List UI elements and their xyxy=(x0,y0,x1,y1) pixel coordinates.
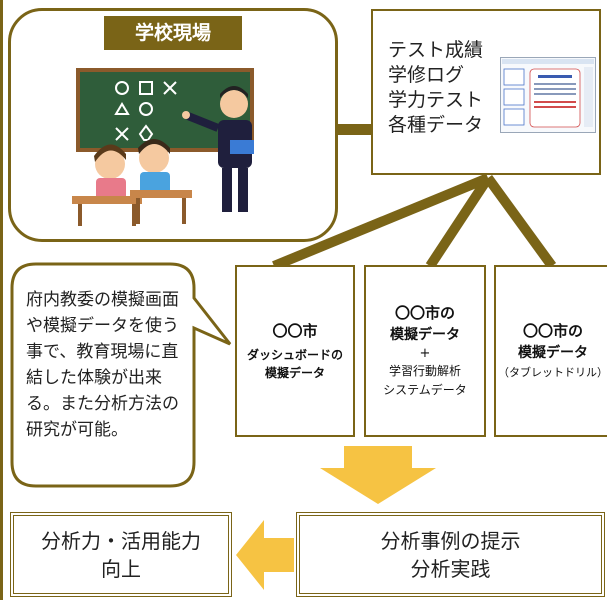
bubble-text: 府内教委の模擬画面や模擬データを使う事で、教育現場に直結した体験が出来る。また分… xyxy=(26,290,179,440)
card-plus: + xyxy=(419,346,431,361)
card-note: （タブレットドリル） xyxy=(498,366,607,379)
data-source-item: 学修ログ xyxy=(388,64,465,86)
school-data-connector xyxy=(336,124,373,135)
school-label: 学校現場 xyxy=(104,16,242,50)
data-source-item: 学力テスト xyxy=(388,89,484,111)
card-title: 模擬データ xyxy=(518,345,588,361)
left-arrow xyxy=(236,520,294,590)
analysis-practice-box: 分析事例の提示 分析実践 xyxy=(296,512,605,597)
card-note: 学習行動解析 xyxy=(388,364,461,378)
analysis-line: 分析実践 xyxy=(410,556,491,581)
left-frame-line xyxy=(0,0,3,600)
outcome-box: 分析力・活用能力 向上 xyxy=(10,512,232,597)
card-learning-behavior-data: 〇〇市の 模擬データ + 学習行動解析 システムデータ xyxy=(364,265,486,437)
card-title: 〇〇市の xyxy=(522,322,583,340)
card-title: 〇〇市 xyxy=(272,322,318,340)
student-figures xyxy=(72,139,192,226)
outcome-line: 向上 xyxy=(101,556,141,581)
card-subtitle: 模擬データ xyxy=(264,366,325,380)
teacher-figure xyxy=(182,86,254,212)
card-subtitle: ダッシュボードの xyxy=(246,348,343,362)
card-note: システムデータ xyxy=(383,383,467,397)
data-source-item: 各種データ xyxy=(388,114,484,136)
dashboard-thumbnail xyxy=(500,57,596,133)
card-title: 模擬データ xyxy=(390,327,460,343)
data-source-item: テスト成績 xyxy=(388,39,484,61)
card-tablet-drill-data: 〇〇市の 模擬データ （タブレットドリル） xyxy=(494,265,607,437)
card-dashboard-data: 〇〇市 ダッシュボードの 模擬データ xyxy=(235,265,355,437)
outcome-line: 分析力・活用能力 xyxy=(41,528,201,553)
analysis-line: 分析事例の提示 xyxy=(380,528,521,553)
down-arrow xyxy=(320,446,436,504)
speech-bubble xyxy=(10,262,232,488)
classroom-illustration xyxy=(72,68,254,226)
data-sources-list: テスト成績 学修ログ 学力テスト 各種データ xyxy=(388,38,508,138)
card-title: 〇〇市の xyxy=(394,304,455,322)
